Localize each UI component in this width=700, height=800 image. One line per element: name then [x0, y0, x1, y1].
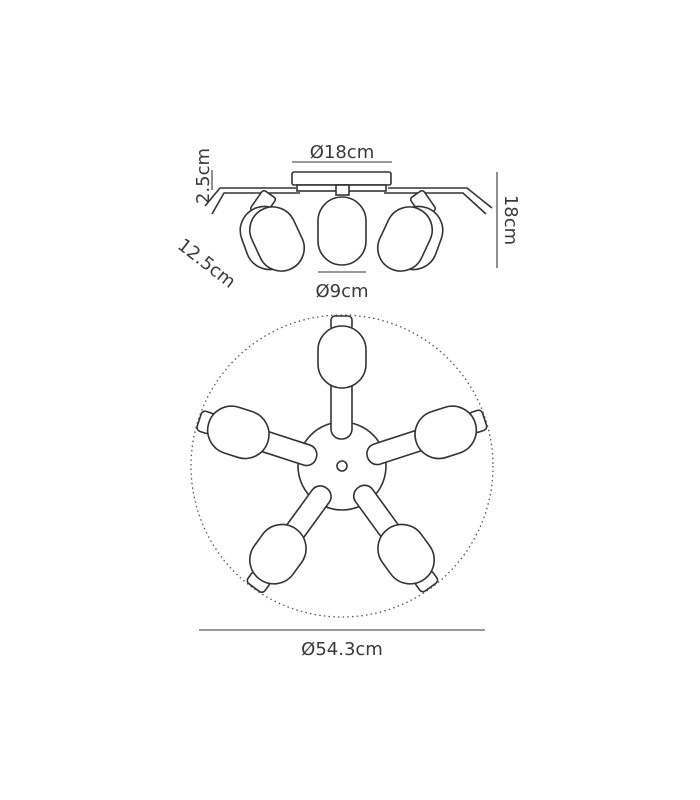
plan-shade	[414, 405, 478, 460]
shade-diameter-label: Ø9cm	[315, 281, 368, 302]
total-height-label: 18cm	[500, 195, 521, 245]
arm-assembly-1	[317, 315, 367, 440]
center-stem	[335, 184, 350, 196]
arm-assembly-5	[196, 405, 318, 467]
plan-view: Ø54.3cm	[190, 314, 494, 660]
arm-assembly-3	[352, 484, 439, 593]
shade-left-front	[248, 206, 306, 272]
plan-shade	[317, 325, 367, 389]
canopy-plate	[291, 171, 392, 186]
arm-length-label: 12.5cm	[173, 235, 239, 293]
plan-shade	[206, 405, 270, 460]
arm-assembly-4	[246, 485, 332, 594]
plan-shade	[377, 523, 435, 585]
side-elevation: Ø18cm 2.5cm 18cm 12.5cm Ø9cm	[173, 142, 521, 302]
canopy-height-label: 2.5cm	[193, 148, 214, 204]
arm-assembly-2	[366, 405, 488, 466]
canopy-diameter-label: Ø18cm	[310, 142, 375, 163]
shade-right-front	[376, 206, 434, 272]
left-arm	[211, 192, 300, 215]
right-arm-outer	[388, 187, 493, 209]
overall-footprint-circle	[190, 314, 494, 618]
shade-center	[317, 196, 367, 266]
plan-shade	[249, 523, 307, 585]
overall-diameter-label: Ø54.3cm	[301, 639, 383, 660]
center-fixing	[336, 460, 348, 472]
left-arm-outer	[204, 187, 296, 207]
right-arm	[384, 192, 487, 215]
